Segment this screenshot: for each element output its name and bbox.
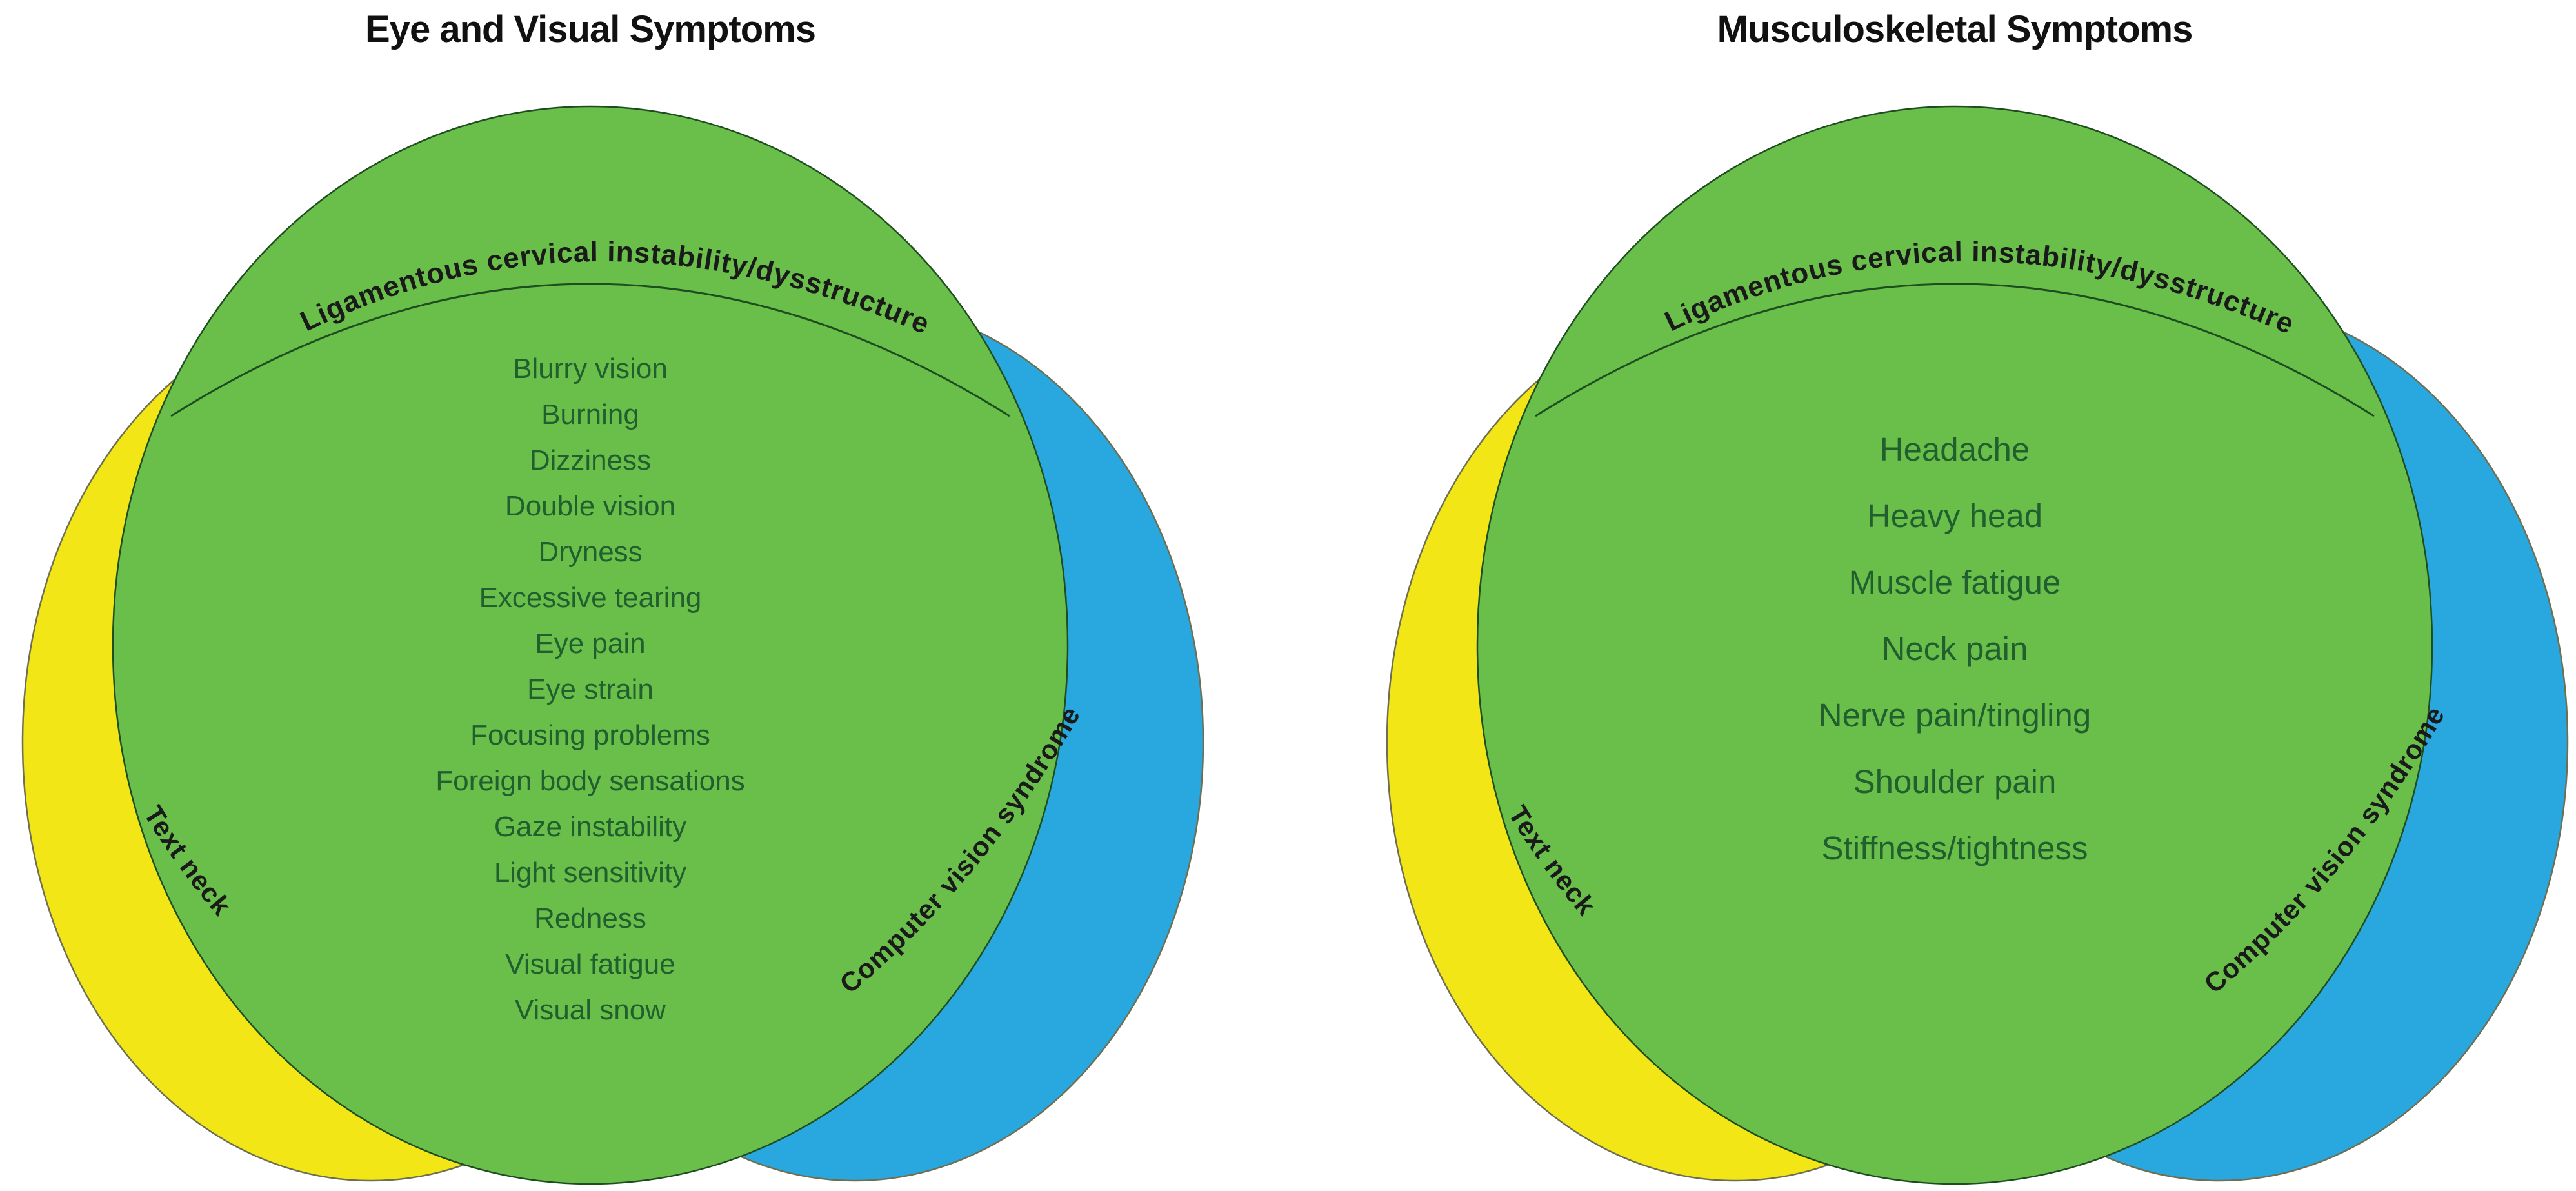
diagram-musculoskeletal: Musculoskeletal Symptoms Ligamentous cer… — [1364, 0, 2576, 1191]
symptom-item: Muscle fatigue — [1848, 564, 2061, 601]
label-divider-arc — [1535, 283, 2375, 417]
symptom-item: Nerve pain/tingling — [1818, 697, 2092, 734]
venn-circles: Ligamentous cervical instability/dysstru… — [1386, 105, 2569, 1185]
symptom-item: Blurry vision — [513, 353, 668, 385]
symptom-item: Heavy head — [1866, 497, 2043, 534]
symptom-item: Neck pain — [1881, 630, 2028, 667]
symptom-item: Burning — [541, 399, 639, 430]
symptom-item: Dryness — [538, 536, 643, 568]
page-title: Musculoskeletal Symptoms — [1717, 8, 2193, 50]
symptom-item: Dizziness — [529, 445, 652, 476]
symptom-item: Stiffness/tightness — [1821, 830, 2088, 866]
diagram-eye-visual: Eye and Visual Symptoms Ligamentous cerv… — [0, 0, 1226, 1191]
symptom-item: Excessive tearing — [479, 582, 702, 614]
venn-circles: Ligamentous cervical instability/dysstru… — [21, 105, 1204, 1185]
label-divider-arc — [170, 283, 1010, 417]
symptom-item: Eye strain — [527, 674, 654, 705]
symptom-item: Light sensitivity — [494, 857, 687, 888]
symptom-item: Visual snow — [515, 994, 666, 1026]
symptom-item: Headache — [1879, 431, 2030, 468]
symptom-item: Eye pain — [535, 628, 646, 659]
symptom-item: Shoulder pain — [1853, 763, 2057, 800]
ligamentous-instability-circle — [112, 105, 1069, 1185]
symptom-item: Focusing problems — [470, 719, 710, 751]
symptom-item: Redness — [534, 903, 646, 934]
ligamentous-instability-circle — [1476, 105, 2433, 1185]
page-title: Eye and Visual Symptoms — [365, 8, 816, 50]
symptom-item: Foreign body sensations — [435, 765, 745, 797]
symptom-item: Visual fatigue — [505, 948, 675, 980]
symptom-item: Gaze instability — [494, 811, 687, 843]
symptom-item: Double vision — [504, 490, 676, 522]
